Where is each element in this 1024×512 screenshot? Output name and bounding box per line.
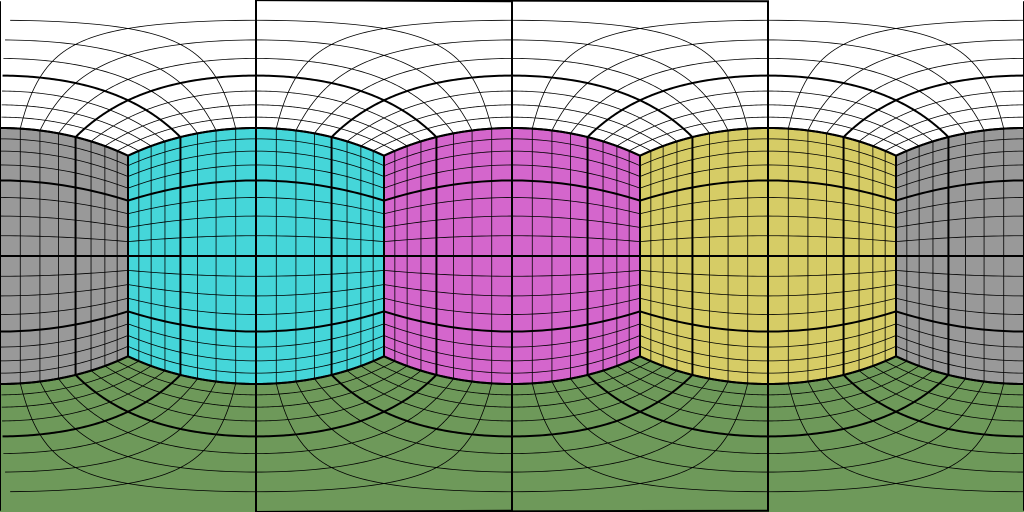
side-grid-line	[127, 197, 385, 215]
bottom-grid-line	[360, 365, 664, 408]
top-grid-line	[826, 58, 1024, 134]
side-grid-line	[639, 150, 897, 177]
side-grid-line	[127, 138, 385, 167]
bottom-grid-line	[807, 381, 1024, 473]
bottom-grid-line	[127, 355, 385, 385]
top-grid-line	[39, 39, 473, 131]
bottom-grid-line	[19, 383, 493, 493]
side-grid-line	[0, 197, 129, 215]
top-grid-line	[255, 0, 769, 128]
side-grid-line	[895, 323, 1024, 348]
side-grid-line	[383, 197, 641, 215]
bottom-grid-line	[826, 378, 1024, 454]
bottom-grid-line	[372, 360, 652, 396]
side-grid-line	[0, 284, 129, 297]
bottom-grid-line	[346, 370, 678, 422]
side-grid-line	[0, 215, 129, 228]
side-grid-line	[895, 310, 1024, 333]
bottom-grid-line	[295, 381, 729, 473]
side-grid-line	[0, 297, 129, 315]
side-grid-line	[383, 164, 641, 189]
side-grid-line	[895, 197, 1024, 215]
top-grid-line	[383, 127, 641, 157]
bottom-grid-line	[90, 370, 422, 422]
top-grid-line	[372, 116, 652, 152]
top-grid-line	[127, 127, 385, 157]
bottom-grid-line	[116, 360, 396, 396]
bottom-grid-line	[787, 383, 1024, 493]
top-grid-line	[295, 39, 729, 131]
side-grid-line	[895, 335, 1024, 362]
bottom-grid-line	[383, 355, 641, 385]
side-grid-line	[383, 215, 641, 228]
side-grid-line	[127, 150, 385, 177]
side-grid-line	[639, 164, 897, 189]
bottom-grid-line	[74, 374, 438, 438]
side-grid-line	[0, 150, 129, 177]
bottom-grid-line	[104, 365, 408, 408]
side-grid-line	[0, 345, 129, 374]
side-grid-line	[383, 235, 641, 243]
bottom-grid-line	[255, 384, 769, 512]
bottom-grid-line	[39, 381, 473, 473]
top-grid-line	[90, 90, 422, 142]
side-grid-line	[895, 164, 1024, 189]
top-grid-line	[116, 116, 396, 152]
side-grid-line	[639, 215, 897, 228]
side-grid-line	[127, 179, 385, 202]
side-grid-line	[383, 138, 641, 167]
top-grid-line	[314, 58, 710, 134]
top-grid-line	[74, 74, 438, 138]
bottom-grid-line	[314, 378, 710, 454]
bottom-grid-line	[58, 378, 454, 454]
side-grid-line	[0, 323, 129, 348]
side-grid-line	[639, 197, 897, 215]
top-grid-line	[346, 90, 678, 142]
side-grid-line	[895, 215, 1024, 228]
side-grid-line	[127, 164, 385, 189]
side-grid-line	[383, 150, 641, 177]
top-grid-line	[275, 19, 749, 129]
side-grid-line	[639, 235, 897, 243]
side-grid-line	[0, 138, 129, 167]
side-grid-line	[0, 179, 129, 202]
side-grid-line	[895, 138, 1024, 167]
side-grid-line	[0, 310, 129, 333]
top-grid-line	[807, 39, 1024, 131]
side-grid-line	[895, 150, 1024, 177]
side-grid-line	[895, 284, 1024, 297]
side-grid-line	[383, 179, 641, 202]
bottom-grid-line	[275, 383, 749, 493]
side-grid-line	[127, 235, 385, 243]
top-grid-line	[19, 19, 493, 129]
side-grid-line	[0, 335, 129, 362]
side-grid-line	[0, 235, 129, 243]
side-grid-line	[0, 164, 129, 189]
side-grid-line	[895, 297, 1024, 315]
top-grid-line	[360, 104, 664, 147]
side-grid-line	[639, 179, 897, 202]
side-grid-line	[895, 345, 1024, 374]
side-grid-line	[895, 269, 1024, 277]
side-grid-line	[0, 269, 129, 277]
top-grid-line	[58, 58, 454, 134]
side-grid-line	[127, 215, 385, 228]
top-grid-line	[104, 104, 408, 147]
bottom-grid-line	[330, 374, 694, 438]
top-grid-line	[330, 74, 694, 138]
top-grid-line	[787, 19, 1024, 129]
side-grid-line	[895, 235, 1024, 243]
side-grid-line	[895, 179, 1024, 202]
side-grid-line	[639, 138, 897, 167]
